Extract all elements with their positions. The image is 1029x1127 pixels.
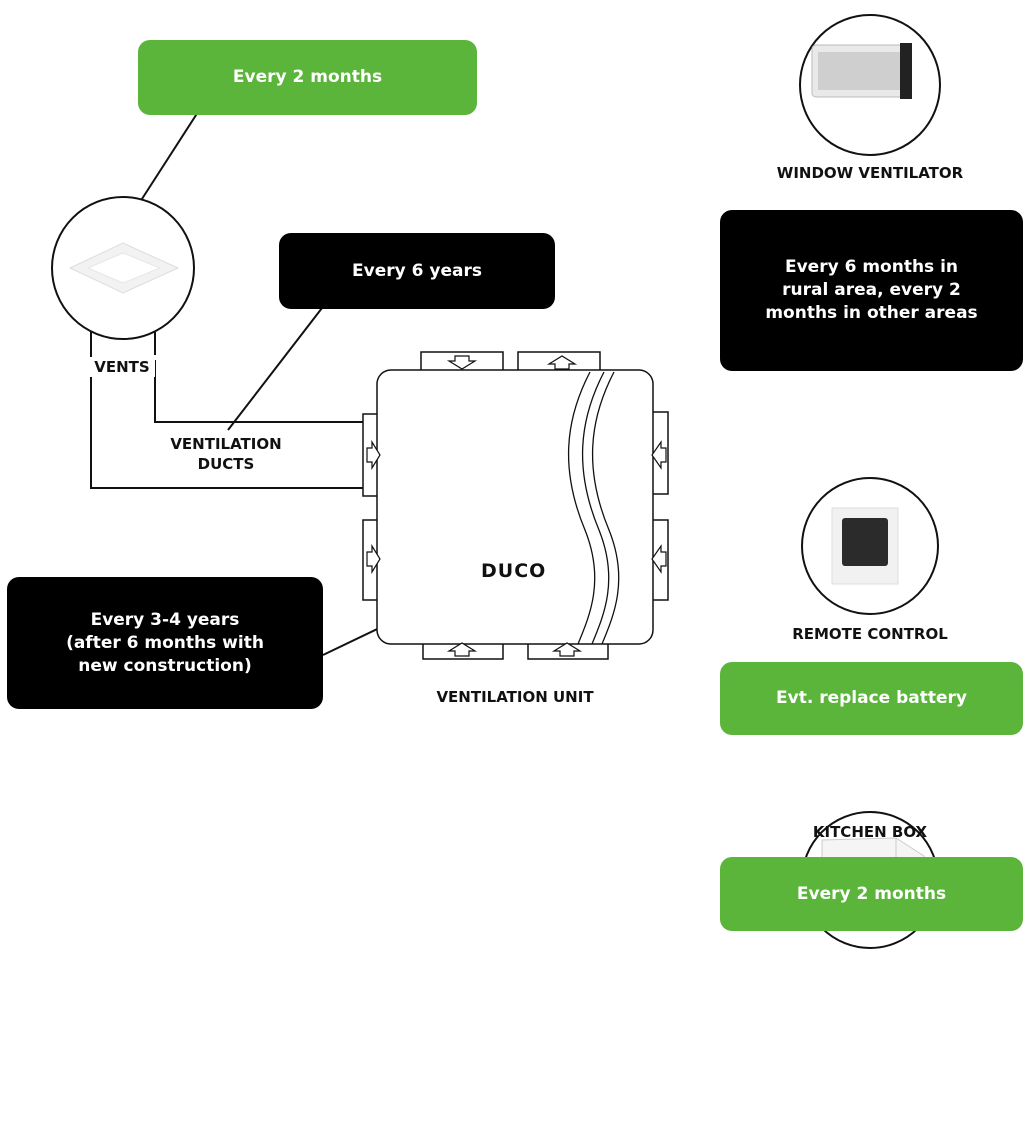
ducts-interval-box: Every 6 years [279, 233, 555, 309]
connector-ducts [228, 308, 322, 430]
vents-interval-box: Every 2 months [138, 40, 477, 115]
unit-interval-box: Every 3-4 years (after 6 months with new… [7, 577, 323, 709]
window-ventilator-image [800, 15, 940, 155]
window-label: WINDOW VENTILATOR [760, 163, 980, 183]
vents-label: VENTS [89, 357, 155, 377]
ducts-label: VENTILATION DUCTS [146, 434, 306, 474]
ventilation-unit-drawing [363, 352, 668, 659]
remote-action-box: Evt. replace battery [720, 662, 1023, 735]
kitchen-interval-box: Every 2 months [720, 857, 1023, 931]
remote-label: REMOTE CONTROL [770, 624, 970, 644]
remote-control-image [802, 478, 938, 614]
window-interval-box: Every 6 months in rural area, every 2 mo… [720, 210, 1023, 371]
duco-logo: DUCO [481, 560, 546, 582]
unit-label: VENTILATION UNIT [400, 687, 630, 707]
connector-vents [140, 112, 198, 202]
vents-image [52, 197, 194, 339]
duct-inner [155, 360, 366, 422]
kitchen-label: KITCHEN BOX [770, 822, 970, 842]
